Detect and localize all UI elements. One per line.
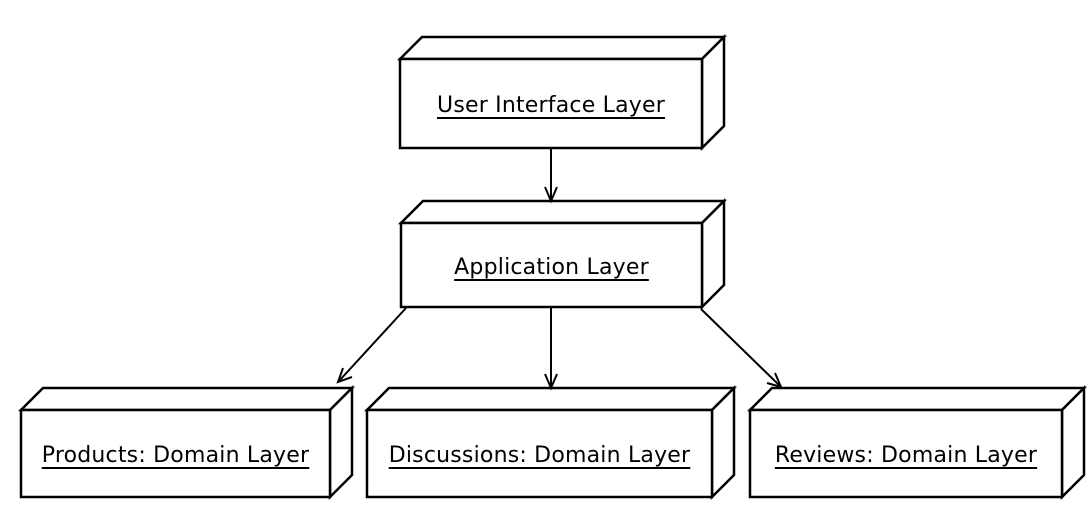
arrowhead-icon (544, 186, 558, 204)
node-shape-reviews-domain-layer (746, 384, 1088, 501)
arrowhead-icon (336, 367, 353, 384)
node-shape-application-layer (397, 197, 728, 311)
edge-ui-to-application (544, 148, 558, 204)
node-top-face (396, 35, 728, 61)
node-top-face (746, 386, 1088, 412)
edge-line (338, 307, 407, 382)
edge-application-to-reviews (700, 308, 783, 389)
node-front-face (399, 221, 704, 309)
node-front-face (398, 57, 704, 150)
node-top-face (363, 386, 738, 412)
edge-application-to-discussions (544, 307, 558, 391)
node-front-face (748, 408, 1064, 499)
edge-line (700, 308, 781, 387)
edge-application-to-products (336, 307, 407, 384)
node-shape-discussions-domain-layer (363, 384, 738, 501)
node-top-face (397, 199, 728, 225)
node-shape-user-interface-layer (396, 33, 728, 152)
arrowhead-icon (544, 373, 558, 391)
arrowhead-icon (766, 372, 783, 389)
node-top-face (17, 386, 356, 412)
node-front-face (19, 408, 332, 499)
node-shape-products-domain-layer (17, 384, 356, 501)
node-front-face (365, 408, 714, 499)
